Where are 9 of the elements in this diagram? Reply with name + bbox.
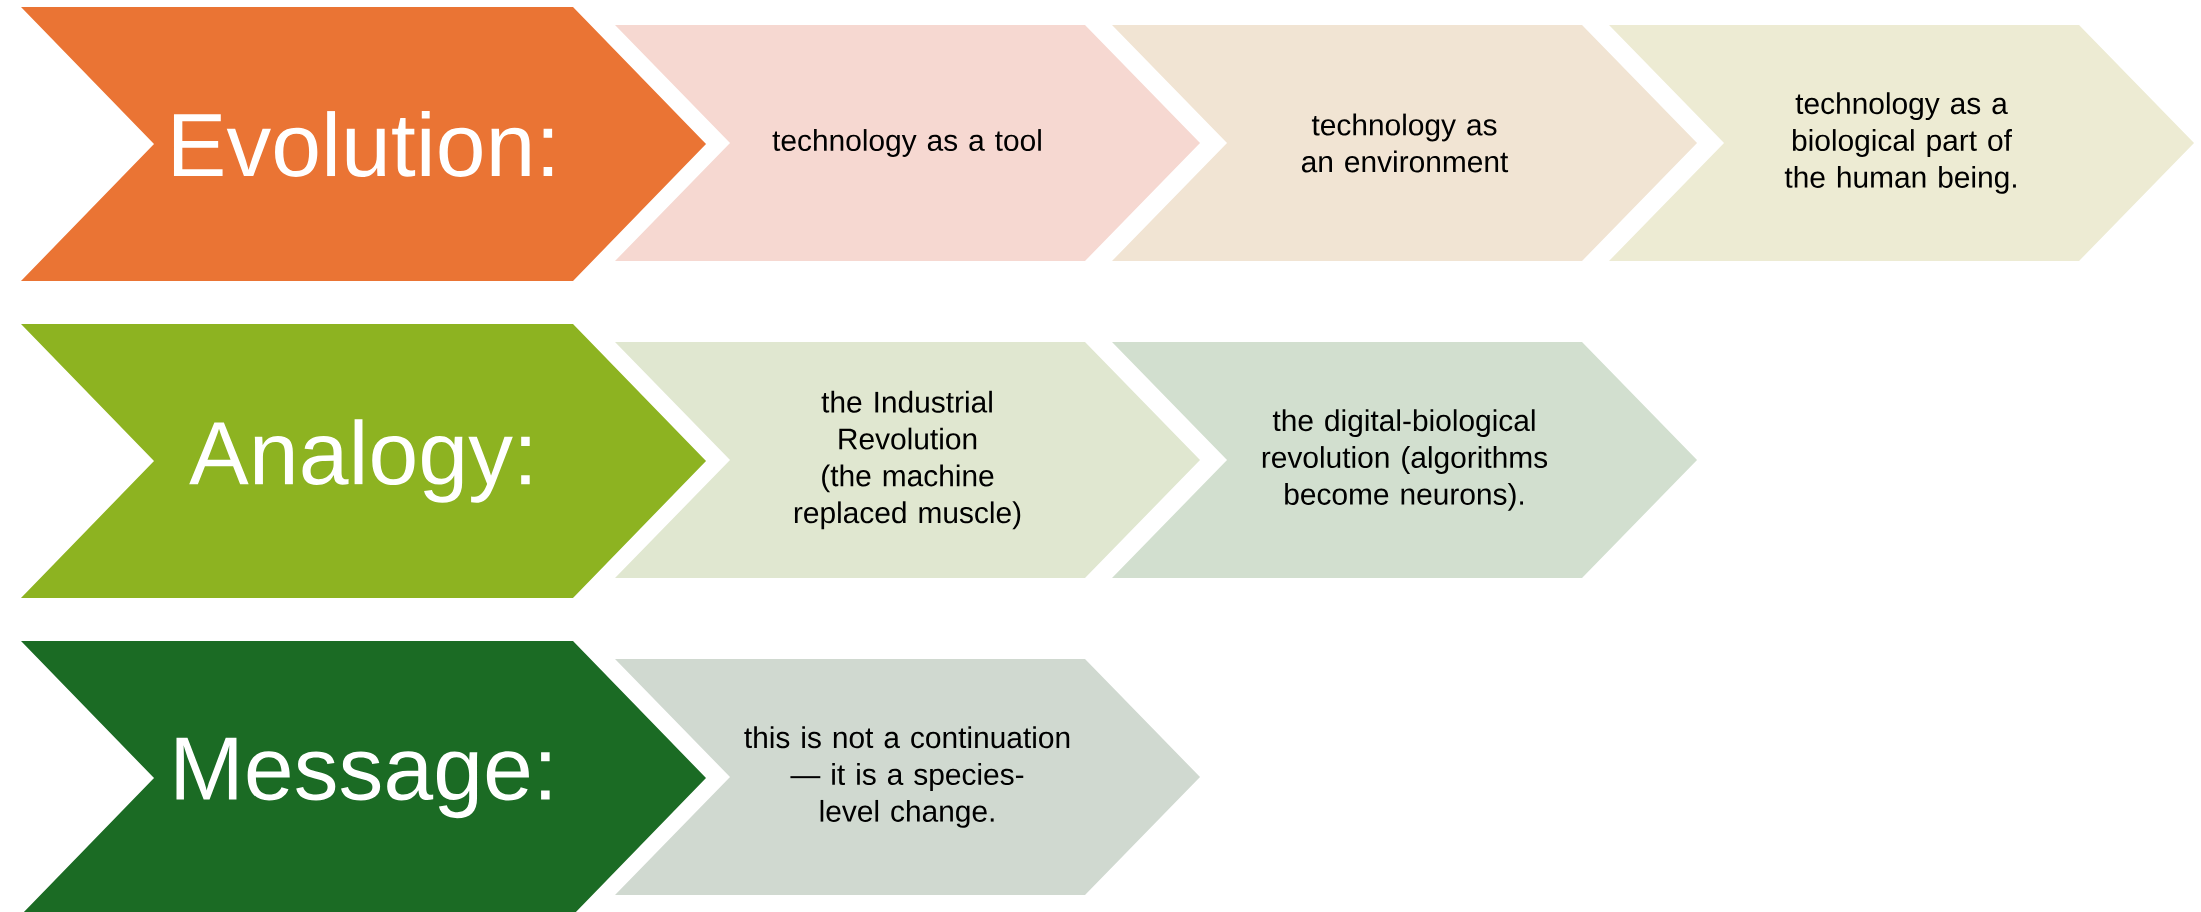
process-step: technology as an environment [1112,25,1698,261]
process-step: technology as a biological part of the human being. [1609,25,2195,261]
process-step: technology as a tool [615,25,1200,261]
heading-step: Analogy: [21,324,706,598]
heading-step: Message: [21,641,706,912]
heading-step: Evolution: [21,7,706,281]
process-step: the digital-biological revolution (algorithms become neurons). [1112,342,1698,578]
process-step: the Industrial Revolution (the machine replaced muscle) [615,342,1200,578]
process-step: this is not a continuation — it is a species-level change. [615,659,1200,895]
